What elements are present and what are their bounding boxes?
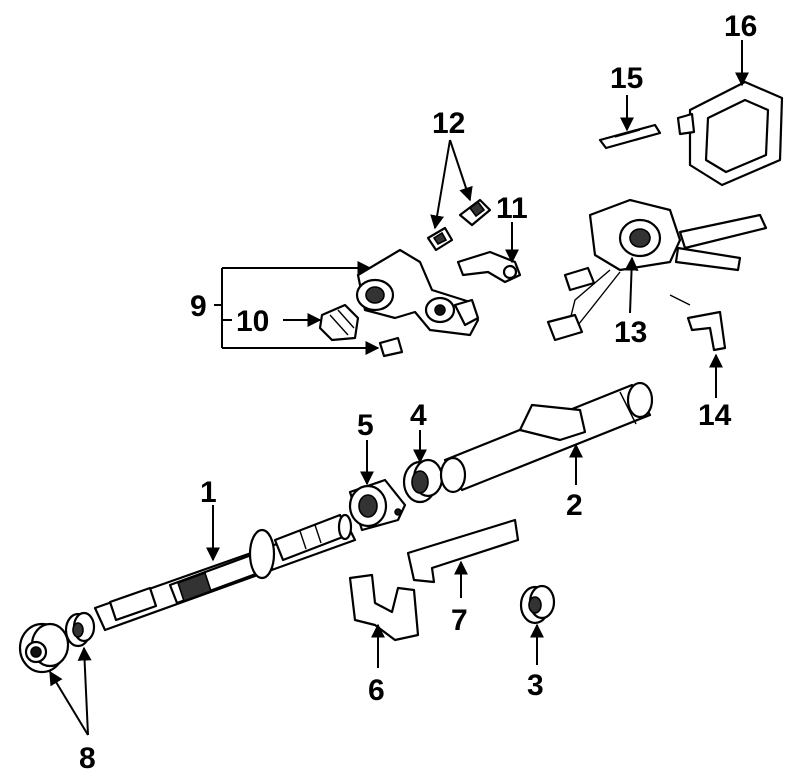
part-13-switch-assembly[interactable] [546,198,768,342]
part-6-bracket[interactable] [348,573,420,642]
callout-15: 15 [610,62,643,95]
part-8-bearing-small[interactable] [64,611,96,648]
callout-13: 13 [614,316,647,349]
part-1-steering-shaft[interactable] [93,513,357,632]
part-11-actuator[interactable] [456,250,522,284]
callout-3: 3 [527,669,544,702]
leader-lines [49,40,749,736]
callout-4: 4 [410,399,427,432]
part-7-strap[interactable] [406,518,520,584]
callout-7: 7 [451,604,468,637]
part-9-lock-small-piece[interactable] [378,336,404,358]
part-16-trim-bezel[interactable] [676,80,784,187]
callout-1: 1 [200,476,217,509]
part-8-bearing-large[interactable] [18,622,70,674]
callout-2: 2 [566,489,583,522]
part-10-lock-cylinder[interactable] [318,303,360,342]
part-12-bulb-upper[interactable] [458,198,492,227]
callout-11: 11 [496,192,528,225]
callout-16: 16 [724,10,757,43]
part-12-bulb-lower[interactable] [426,226,454,252]
callout-8: 8 [79,742,96,775]
callout-14: 14 [698,399,732,432]
part-14-clip[interactable] [669,294,727,352]
part-5-bearing-housing[interactable] [348,478,407,532]
part-2-column-jacket[interactable] [439,381,654,494]
part-4-ring[interactable] [402,458,444,504]
callout-5: 5 [357,409,374,442]
callout-12: 12 [432,107,465,140]
callout-6: 6 [368,674,385,707]
part-9-lock-housing[interactable] [355,248,480,337]
part-3-bushing[interactable] [519,584,556,625]
callout-9: 9 [190,290,207,323]
callout-10: 10 [236,305,269,338]
part-15-contact-strip[interactable] [598,123,662,150]
